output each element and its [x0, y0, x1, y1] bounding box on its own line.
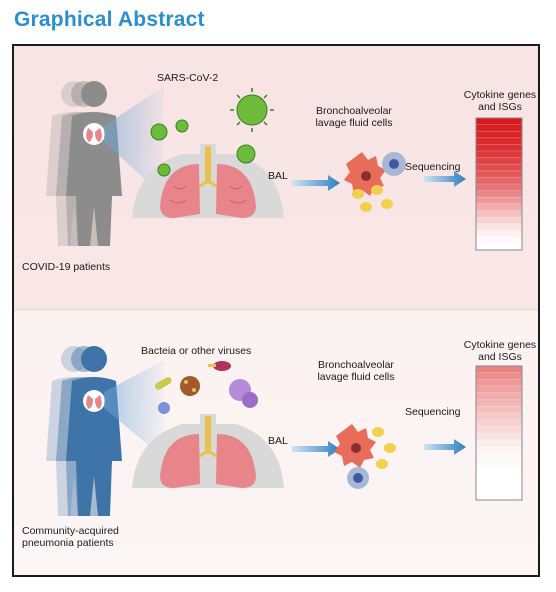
heatmap-cell	[476, 459, 522, 467]
sequencing-arrow-top	[424, 171, 466, 187]
bacteria-virus-icons	[154, 361, 258, 414]
zoom-beam-top	[104, 86, 164, 196]
heatmap-cell	[476, 379, 522, 387]
heatmap-bottom	[476, 365, 522, 501]
bal-cells-bottom	[334, 424, 396, 489]
patient-figures-bottom	[46, 346, 122, 516]
bal-cells-top	[344, 152, 406, 212]
heatmap-title-top-line2: and ISGs	[478, 101, 522, 113]
sars-cov-2-virus-icons	[150, 94, 268, 177]
patient-figures-top	[46, 81, 122, 246]
heatmap-title-top: Cytokine genes and ISGs	[450, 89, 538, 113]
heatmap-cell	[476, 230, 522, 238]
heatmap-cell	[476, 493, 522, 501]
heatmap-cell	[476, 439, 522, 447]
sequencing-label-top: Sequencing	[405, 161, 461, 173]
sequencing-arrow-bottom	[424, 439, 466, 455]
patient-label-bottom: Community-acquired pneumonia patients	[22, 525, 119, 549]
cells-label-bottom: Bronchoalveolar lavage fluid cells	[306, 359, 406, 383]
pathogen-label-top: SARS-CoV-2	[157, 72, 219, 84]
heatmap-cell	[476, 144, 522, 152]
heatmap-cell	[476, 131, 522, 139]
heatmap-cell	[476, 479, 522, 488]
heatmap-cell	[476, 433, 522, 441]
cells-label-top-line2: lavage fluid cells	[315, 117, 393, 129]
heatmap-cell	[476, 412, 522, 421]
lungs-illustration-bottom	[132, 414, 284, 488]
bal-arrow-bottom	[292, 441, 340, 457]
heatmap-cell	[476, 419, 522, 427]
heatmap-bottom-border	[475, 365, 523, 501]
heatmap-cell	[476, 151, 522, 159]
heatmap-cell	[476, 164, 522, 172]
heatmap-cell	[476, 399, 522, 407]
heatmap-title-bottom-line2: and ISGs	[478, 351, 522, 363]
heatmap-cell	[476, 466, 522, 474]
heatmap-cell	[476, 157, 522, 165]
heatmap-cell	[476, 137, 522, 145]
heatmap-cell	[476, 124, 522, 132]
heatmap-cell	[476, 236, 522, 244]
virus-spikes	[230, 88, 274, 132]
cells-label-bottom-line1: Bronchoalveolar	[318, 359, 394, 371]
heatmap-cell	[476, 243, 522, 251]
patient-label-bottom-line1: Community-acquired	[22, 525, 119, 537]
heatmap-cell	[476, 190, 522, 198]
page-title: Graphical Abstract	[14, 8, 205, 31]
heatmap-cell	[476, 217, 522, 225]
panel-divider	[14, 308, 538, 311]
heatmap-cell	[476, 372, 522, 380]
heatmap-cell	[476, 210, 522, 218]
bal-label-bottom: BAL	[268, 435, 288, 447]
cells-label-bottom-line2: lavage fluid cells	[317, 371, 395, 383]
bal-label-top: BAL	[268, 170, 288, 182]
heatmap-title-top-line1: Cytokine genes	[463, 89, 537, 101]
patient-label-bottom-line2: pneumonia patients	[22, 537, 114, 549]
heatmap-cell	[476, 366, 522, 374]
cells-label-top: Bronchoalveolar lavage fluid cells	[304, 105, 404, 129]
heatmap-cell	[476, 184, 522, 192]
abstract-frame: SARS-CoV-2 BAL Bronchoalveolar lavage fl…	[12, 44, 540, 577]
heatmap-cell	[476, 386, 522, 394]
heatmap-cell	[476, 392, 522, 400]
heatmap-cell	[476, 170, 522, 178]
heatmap-cell	[476, 177, 522, 185]
bal-arrow-top	[292, 175, 340, 191]
heatmap-title-bottom-line1: Cytokine genes	[463, 339, 537, 351]
illustration-layer	[46, 81, 523, 516]
heatmap-cell	[476, 446, 522, 454]
heatmap-cell	[476, 426, 522, 434]
heatmap-cell	[476, 203, 522, 211]
heatmap-cell	[476, 197, 522, 205]
heatmap-cell	[476, 453, 522, 461]
heatmap-title-bottom: Cytokine genes and ISGs	[450, 339, 538, 363]
heatmap-cell	[476, 473, 522, 481]
sequencing-label-bottom: Sequencing	[405, 406, 461, 418]
heatmap-cell	[476, 406, 522, 414]
pathogen-label-bottom: Bacteia or other viruses	[141, 345, 252, 357]
heatmap-cell	[476, 223, 522, 231]
zoom-beam-bottom	[104, 360, 164, 458]
heatmap-cell	[476, 118, 522, 126]
heatmap-top	[476, 117, 522, 251]
heatmap-top-border	[475, 117, 523, 251]
cells-label-top-line1: Bronchoalveolar	[316, 105, 392, 117]
patient-label-top: COVID-19 patients	[22, 261, 111, 273]
heatmap-cell	[476, 486, 522, 494]
